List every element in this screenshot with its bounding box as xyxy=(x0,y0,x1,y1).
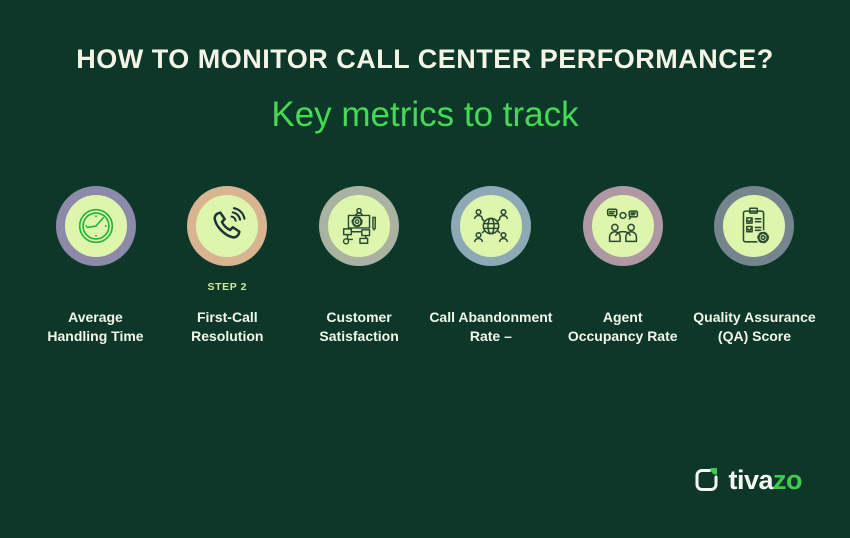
clipboard-gear-icon xyxy=(731,203,777,249)
metric-circle xyxy=(582,186,663,266)
people-chat-icon xyxy=(600,203,646,249)
phone-call-icon xyxy=(204,203,250,249)
metric-call-abandonment-rate: Call Abandonment Rate – xyxy=(425,186,556,346)
page-title: HOW TO MONITOR CALL CENTER PERFORMANCE? xyxy=(76,44,774,74)
clock-icon xyxy=(73,203,119,249)
metric-circle xyxy=(187,186,268,266)
tivazo-logo-icon xyxy=(693,467,720,494)
metric-circle xyxy=(319,186,400,266)
metric-circle xyxy=(55,186,136,266)
page-subtitle: Key metrics to track xyxy=(271,95,579,134)
metric-label: Call Abandonment Rate – xyxy=(429,309,553,344)
tivazo-logo: tivazo xyxy=(693,465,803,496)
metric-label: Average Handling Time xyxy=(47,309,144,344)
metric-label: Agent Occupancy Rate xyxy=(567,309,678,344)
metric-label: First-Call Resolution xyxy=(191,309,264,344)
metrics-row: Average Handling Time STEP 2 First-Call … xyxy=(0,186,850,346)
metric-circle xyxy=(714,186,795,266)
metric-circle xyxy=(450,186,531,266)
people-network-icon xyxy=(468,203,514,249)
metric-agent-occupancy-rate: Agent Occupancy Rate xyxy=(557,186,688,346)
metric-customer-satisfaction: Customer Satisfaction xyxy=(294,186,425,346)
metric-quality-assurance-score: Quality Assurance (QA) Score xyxy=(689,186,820,346)
step-label: STEP 2 xyxy=(207,281,248,293)
metric-average-handling-time: Average Handling Time xyxy=(30,186,161,346)
metric-label: Quality Assurance (QA) Score xyxy=(693,309,816,344)
tivazo-logo-text: tivazo xyxy=(728,465,802,495)
metric-label: Customer Satisfaction xyxy=(319,309,399,344)
metric-first-call-resolution: STEP 2 First-Call Resolution xyxy=(162,186,293,346)
workflow-icon xyxy=(336,203,382,249)
